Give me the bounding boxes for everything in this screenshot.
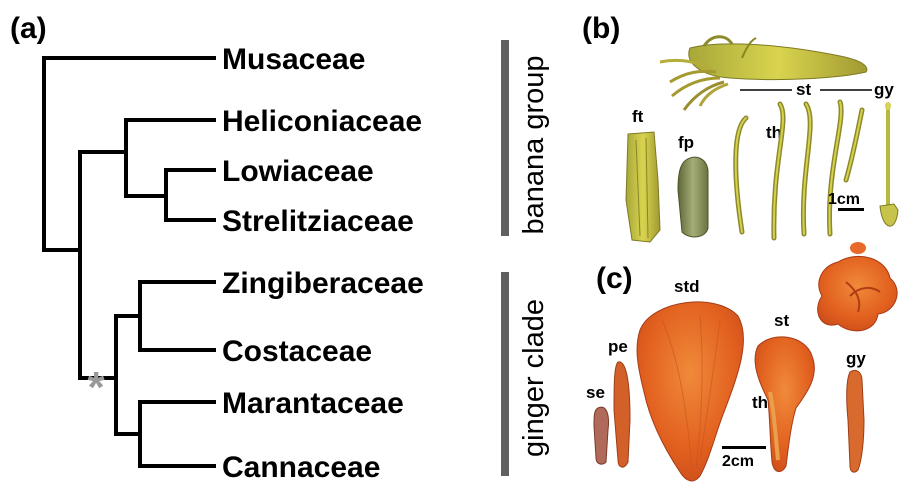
label-gy-c: gy <box>846 349 866 368</box>
petal-image <box>614 362 630 467</box>
label-st-c: st <box>774 311 789 330</box>
panel-label-a: (a) <box>10 12 47 45</box>
taxon-label-heliconiaceae: Heliconiaceae <box>222 105 422 138</box>
scale-bar-2cm <box>722 446 766 449</box>
phylogenetic-tree <box>44 58 214 466</box>
label-st-b: st <box>796 80 811 99</box>
taxon-label-cannaceae: Cannaceae <box>222 451 380 484</box>
scale-bar-1cm <box>838 208 864 211</box>
free-tepal-image <box>626 132 660 242</box>
label-ft: ft <box>632 107 644 126</box>
label-std: std <box>674 277 700 296</box>
panel-label-c: (c) <box>596 262 633 295</box>
label-th-c: th <box>752 393 768 412</box>
scale-label-1cm: 1cm <box>828 191 860 208</box>
banana-group-label: banana group <box>518 56 550 235</box>
gynoecium-image-c <box>847 370 864 472</box>
ginger-clade-label: ginger clade <box>518 299 550 457</box>
taxon-label-lowiaceae: Lowiaceae <box>222 155 374 188</box>
asterisk-node-marker: * <box>87 363 105 412</box>
label-se: se <box>586 383 605 402</box>
panel-label-b: (b) <box>582 12 620 45</box>
canna-flower-image <box>818 242 897 331</box>
fused-perianth-image <box>678 157 708 237</box>
taxon-label-musaceae: Musaceae <box>222 43 365 76</box>
label-gy-b: gy <box>874 80 894 99</box>
taxon-labels: Musaceae Heliconiaceae Lowiaceae Strelit… <box>222 43 424 484</box>
label-fp: fp <box>678 133 694 152</box>
label-pe: pe <box>608 337 628 356</box>
whole-flower-image <box>660 37 867 110</box>
scale-label-2cm: 2cm <box>722 453 754 470</box>
sepal-image <box>594 407 609 464</box>
banana-group-bar <box>501 40 509 236</box>
taxon-label-strelitziaceae: Strelitziaceae <box>222 205 414 238</box>
taxon-label-zingiberaceae: Zingiberaceae <box>222 267 424 300</box>
taxon-label-costaceae: Costaceae <box>222 335 372 368</box>
gynoecium-image-b <box>880 102 898 226</box>
stamens-image <box>736 102 862 238</box>
taxon-label-marantaceae: Marantaceae <box>222 387 404 420</box>
ginger-clade-bar <box>501 272 509 476</box>
